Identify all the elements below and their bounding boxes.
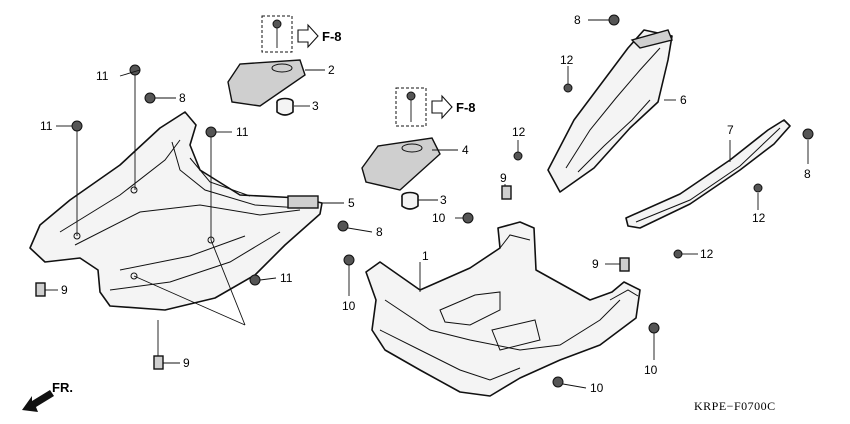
side-cover xyxy=(547,29,673,193)
collar-upper xyxy=(276,97,294,116)
callout-3: 3 xyxy=(312,99,319,113)
callout-10: 10 xyxy=(590,381,604,395)
callout-9: 9 xyxy=(183,356,190,370)
callout-7: 7 xyxy=(727,123,734,137)
screw-12-c xyxy=(753,183,763,193)
clip-9-center xyxy=(501,185,512,200)
bracket-upper xyxy=(227,59,306,107)
reference-label-upper: F-8 xyxy=(322,29,342,44)
collar-lower xyxy=(401,191,419,210)
bolt-10-c xyxy=(648,322,660,334)
callout-10: 10 xyxy=(432,211,446,225)
callout-8: 8 xyxy=(376,225,383,239)
bolt-10-b xyxy=(343,254,355,266)
callout-12: 12 xyxy=(752,211,766,225)
callout-5: 5 xyxy=(348,196,355,210)
bolt-8-b xyxy=(337,220,349,232)
bolt-in-box-lower xyxy=(406,91,416,101)
callout-10: 10 xyxy=(342,299,356,313)
bolt-8-c xyxy=(608,14,620,26)
bolt-11-d xyxy=(249,274,261,286)
callout-8: 8 xyxy=(179,91,186,105)
callout-6: 6 xyxy=(680,93,687,107)
callout-4: 4 xyxy=(462,143,469,157)
reference-box-lower xyxy=(395,87,427,127)
bolt-10-a xyxy=(462,212,474,224)
callout-9: 9 xyxy=(500,171,507,185)
callout-12: 12 xyxy=(700,247,714,261)
callout-8: 8 xyxy=(804,167,811,181)
bracket-lower xyxy=(361,137,441,191)
screw-12-d xyxy=(673,249,683,259)
diagram-code: KRPE−F0700C xyxy=(694,399,776,413)
bolt-10-d xyxy=(552,376,564,388)
callout-11: 11 xyxy=(280,271,293,285)
callout-3: 3 xyxy=(440,193,447,207)
callout-2: 2 xyxy=(328,63,335,77)
callout-9: 9 xyxy=(61,283,68,297)
main-under-cover xyxy=(365,221,641,397)
callout-12: 12 xyxy=(512,125,526,139)
callout-labels: 1 2 3 3 4 5 6 7 8 8 8 8 9 9 9 9 10 10 10… xyxy=(40,13,811,395)
bolt-8-a xyxy=(144,92,156,104)
front-label: FR. xyxy=(52,380,73,395)
callout-11: 11 xyxy=(236,125,249,139)
leader-lines xyxy=(45,19,809,389)
bolt-in-box-upper xyxy=(272,19,282,29)
callout-1: 1 xyxy=(422,249,429,263)
callout-8: 8 xyxy=(574,13,581,27)
callout-12: 12 xyxy=(560,53,574,67)
rail-molding xyxy=(625,119,791,229)
screw-12-b xyxy=(513,151,523,161)
clip-9-right xyxy=(619,257,630,272)
floor-under-panel xyxy=(29,111,323,311)
reference-arrow-icon xyxy=(431,94,453,120)
bolt-11-b xyxy=(71,120,83,236)
callout-9: 9 xyxy=(592,257,599,271)
reference-arrow-icon xyxy=(297,23,319,49)
clip-9-left xyxy=(35,282,46,297)
callout-10: 10 xyxy=(644,363,658,377)
reference-label-lower: F-8 xyxy=(456,100,476,115)
clip-9-bottom xyxy=(153,355,164,370)
bolt-8-d xyxy=(802,128,814,140)
front-direction-arrow-icon xyxy=(22,390,54,412)
callout-11: 11 xyxy=(40,119,53,133)
screw-12-a xyxy=(563,83,573,93)
reference-box-upper xyxy=(261,15,293,53)
callout-11: 11 xyxy=(96,69,109,83)
